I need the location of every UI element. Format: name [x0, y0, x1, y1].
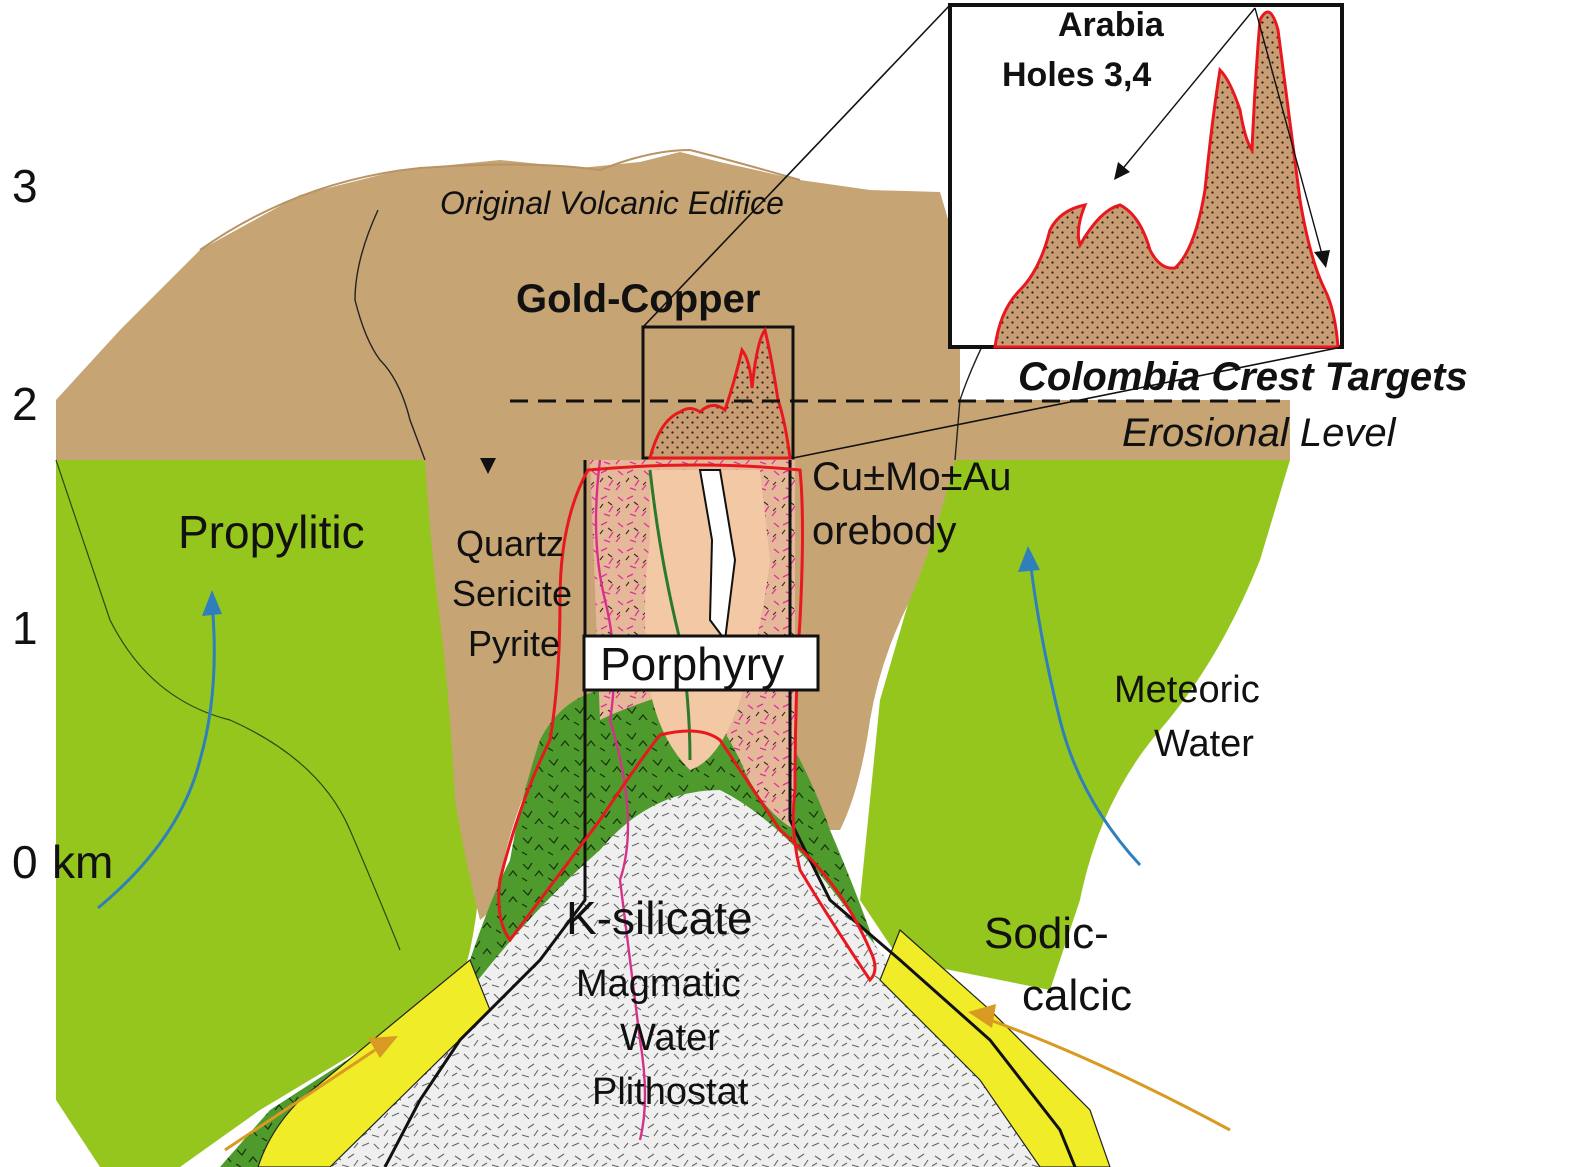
qsp-label-3: Pyrite [468, 623, 560, 664]
orebody-label-2: orebody [812, 509, 957, 553]
depth-label-1: 1 [12, 602, 38, 654]
inset-title-2: Holes 3,4 [1002, 56, 1151, 94]
erosional-level-label: Erosional Level [1122, 411, 1397, 455]
magmatic-label-3: Plithostat [592, 1071, 749, 1113]
sodic-label-2: calcic [1022, 971, 1132, 1020]
original-edifice-label: Original Volcanic Edifice [440, 185, 784, 221]
colombia-crest-label: Colombia Crest Targets [1018, 355, 1468, 399]
qsp-label-2: Sericite [452, 573, 572, 614]
depth-label-2: 2 [12, 378, 38, 430]
inset-title-1: Arabia [1058, 6, 1165, 44]
depth-unit-km: km [52, 836, 113, 888]
gold-copper-label: Gold-Copper [516, 277, 760, 321]
depth-label-0: 0 [12, 836, 38, 888]
meteoric-label-2: Water [1154, 723, 1254, 765]
magmatic-label-1: Magmatic [576, 963, 741, 1005]
sodic-label-1: Sodic- [984, 909, 1109, 958]
magmatic-label-2: Water [620, 1017, 720, 1059]
depth-label-3: 3 [12, 160, 38, 212]
orebody-label-1: Cu±Mo±Au [812, 455, 1012, 499]
propylitic-label: Propylitic [178, 506, 365, 558]
k-silicate-label: K-silicate [566, 892, 753, 944]
meteoric-label-1: Meteoric [1114, 669, 1260, 711]
qsp-label-1: Quartz [456, 523, 564, 564]
porphyry-label: Porphyry [600, 638, 784, 690]
